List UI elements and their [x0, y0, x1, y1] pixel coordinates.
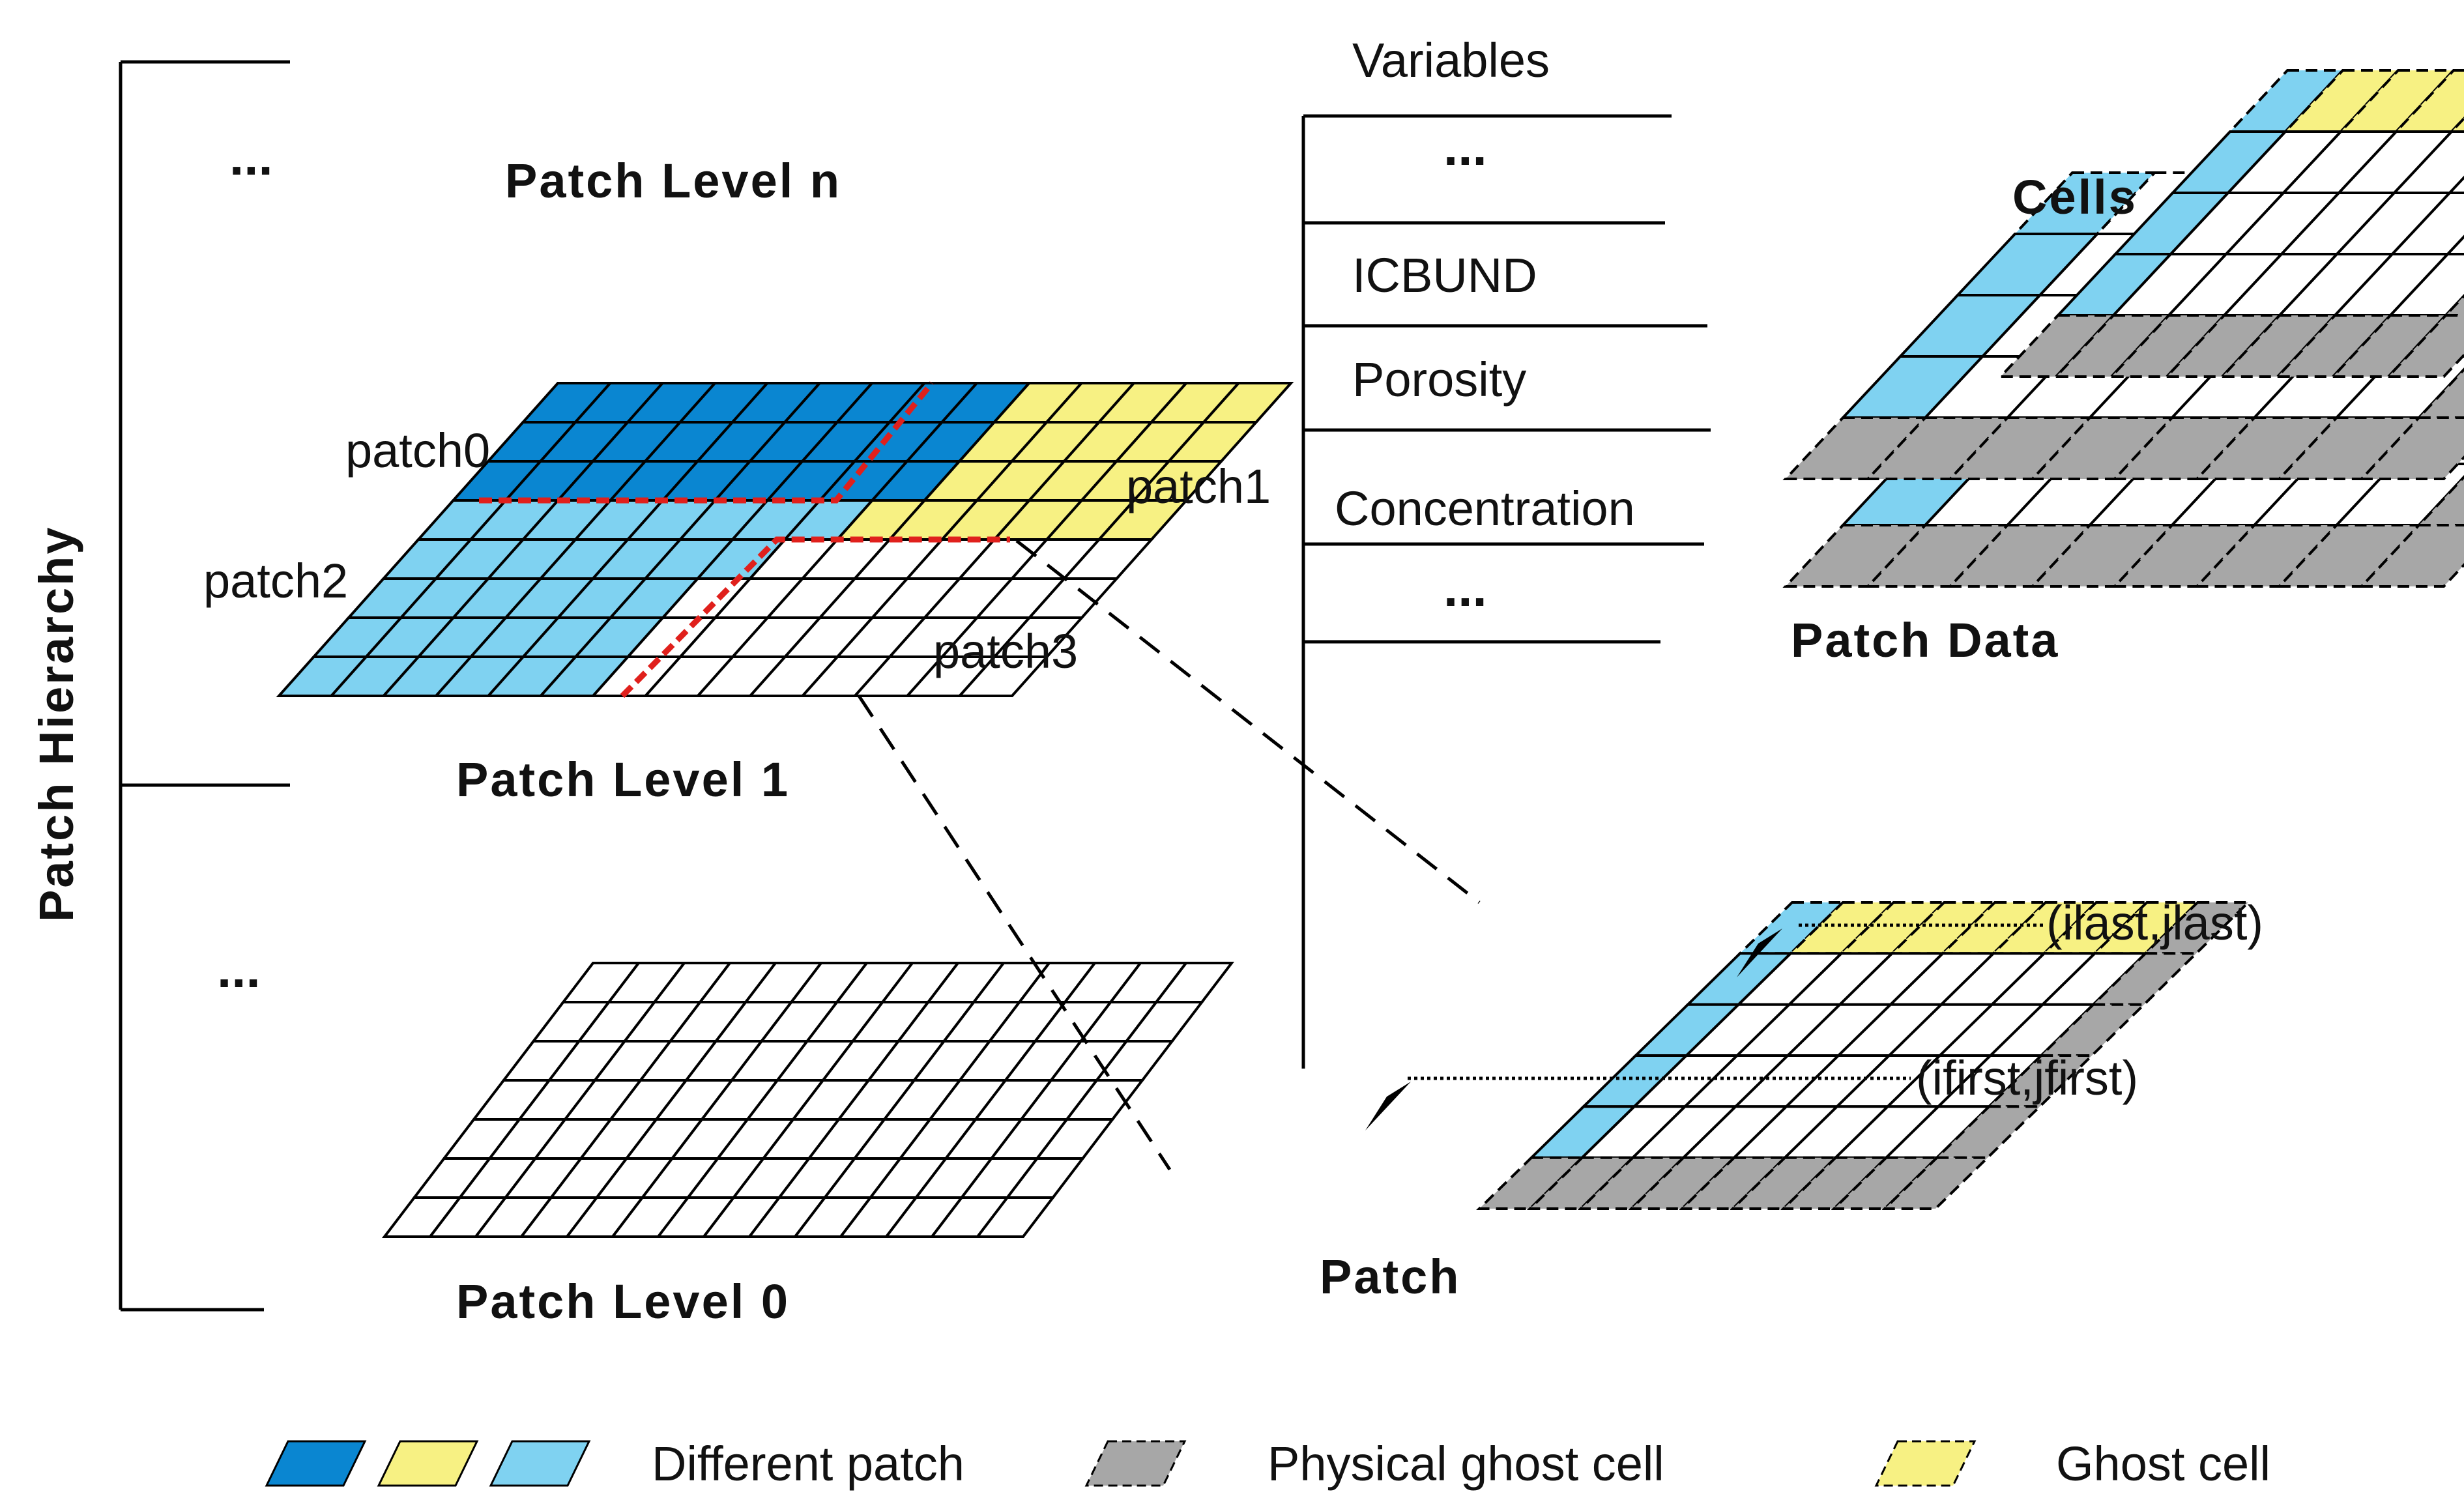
variables-list-lines [1301, 114, 1711, 1069]
grid-cell [1939, 901, 2049, 955]
variable-ellipsis-top: ... [1443, 118, 1487, 176]
grid-cell [974, 1196, 1056, 1238]
level-n-title: Patch Level n [505, 154, 841, 208]
grid-cell [1526, 1156, 1636, 1210]
legend-physical-ghost: Physical ghost cell [1268, 1437, 1664, 1491]
grid-cell [1787, 901, 1897, 955]
grid-cell [1986, 1054, 2095, 1108]
variable-ellipsis-bottom: ... [1443, 559, 1487, 617]
variable-icbund: ICBUND [1352, 248, 1537, 302]
patch3-label: patch3 [933, 624, 1078, 678]
grid-cell [2416, 475, 2464, 526]
patch1-label: patch1 [1126, 459, 1271, 513]
grid-cell [1889, 901, 1999, 955]
variable-porosity: Porosity [1352, 353, 1526, 407]
grid-cell [2446, 175, 2464, 194]
ellipsis-top: ... [229, 128, 273, 186]
legend-swatch-patch-light [489, 1440, 591, 1487]
grid-cell [2091, 901, 2201, 955]
grid-cell [1934, 1105, 2043, 1159]
level-1-title: Patch Level 1 [456, 753, 790, 807]
legend: Different patch Physical ghost cell Ghos… [265, 1437, 2270, 1491]
cells-label: Cells [2012, 170, 2138, 224]
grid-cell [2040, 901, 2151, 955]
grid-cell [2385, 314, 2464, 378]
ilast-arrowhead [1737, 928, 1782, 977]
grid-cell [957, 655, 1050, 697]
hierarchy-axis-label: Patch Hierarchy [29, 526, 83, 923]
patch-data-title: Patch Data [1791, 613, 2059, 667]
grid-cell [2358, 416, 2464, 480]
patch0-label: patch0 [345, 424, 490, 478]
grid-cell [1990, 901, 2100, 955]
patch-boundary-line [620, 536, 1010, 698]
grid-cell [1729, 1156, 1839, 1210]
legend-swatch-ghost [1874, 1440, 1977, 1487]
grid-cell [2038, 1003, 2147, 1057]
ilast-jlast-label: (ilast,jlast) [2046, 896, 2263, 950]
patch-boundary-line [479, 381, 935, 504]
patch-data-layer [1997, 69, 2464, 378]
patch-level-0-grid [381, 962, 1235, 1238]
grid-cell [1881, 1156, 1991, 1210]
patch2-label: patch2 [203, 554, 348, 608]
grid-cell [1780, 1156, 1890, 1210]
legend-swatch-patch-dark [265, 1440, 367, 1487]
patch-level-1-grid [276, 382, 1294, 697]
grid-cell [2442, 294, 2464, 317]
legend-ghost: Ghost cell [2056, 1437, 2270, 1491]
grid-cell [1831, 1156, 1941, 1210]
grid-cell [1628, 1156, 1738, 1210]
ellipsis-mid: ... [217, 940, 261, 998]
grid-cell [2090, 952, 2199, 1006]
grid-cell [2358, 524, 2464, 588]
grid-cell [1476, 1156, 1586, 1210]
variable-concentration: Concentration [1335, 482, 1635, 536]
grid-cell [1679, 1156, 1788, 1210]
grid-cell [2142, 901, 2252, 955]
projection-lines [857, 540, 1481, 1171]
ifirst-arrowhead [1365, 1082, 1411, 1130]
index-leader-lines [1408, 923, 2043, 1080]
grid-cell [2416, 367, 2464, 419]
level-0-title: Patch Level 0 [456, 1274, 790, 1329]
grid-cell [1577, 1156, 1687, 1210]
patch-grid [1476, 901, 2252, 1210]
patch-title: Patch [1320, 1250, 1461, 1304]
variables-header: Variables [1352, 33, 1550, 87]
ifirst-jfirst-label: (ifirst,jfirst) [1916, 1051, 2138, 1105]
hierarchy-bracket [119, 60, 290, 1312]
grid-cell [1838, 901, 1948, 955]
grid-cell [2448, 116, 2464, 133]
legend-different-patch: Different patch [652, 1437, 964, 1491]
legend-swatch-patch-yellow [377, 1440, 479, 1487]
legend-swatch-physical-ghost [1084, 1440, 1187, 1487]
grid-cell [2444, 235, 2464, 255]
